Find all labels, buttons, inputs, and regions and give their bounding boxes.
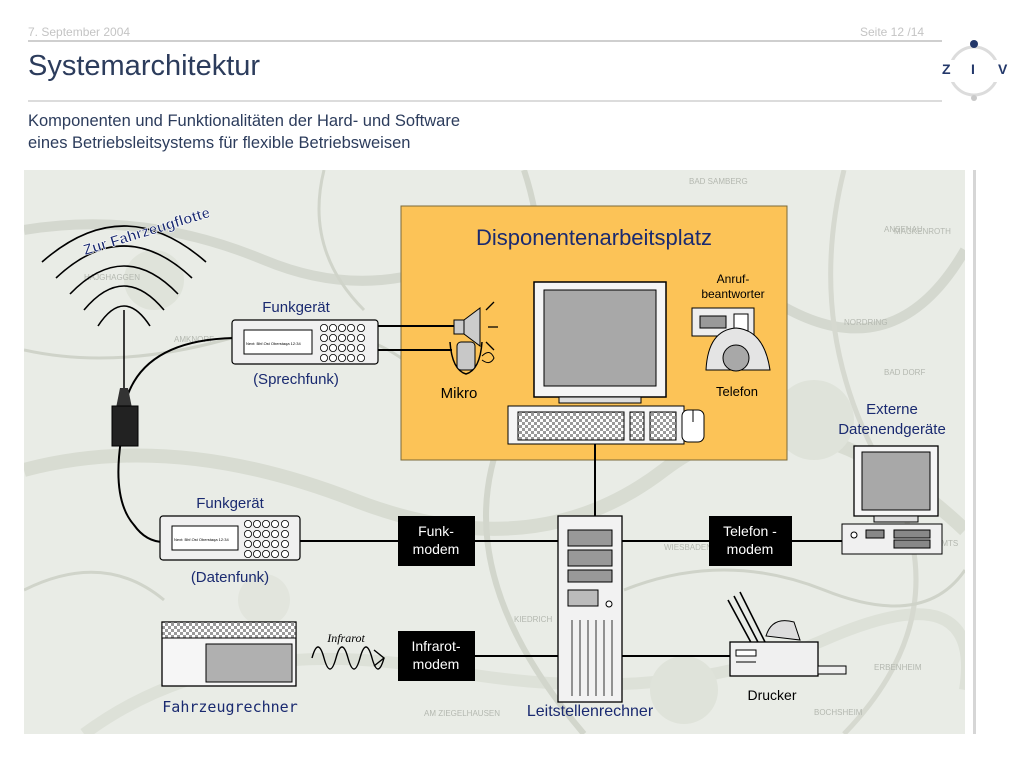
radio-data-title: Funkgerät — [196, 495, 264, 512]
microphone-icon — [449, 341, 495, 375]
page-title: Systemarchitektur — [28, 50, 261, 82]
header-date: 7. September 2004 — [28, 25, 131, 39]
system-architecture-diagram: HAJGHAGGEN BAD SAMBERG ANSENAU AMKNORF W… — [24, 170, 965, 734]
telephone-icon — [705, 327, 771, 372]
infrared-arrow-icon — [373, 649, 386, 667]
keyboard-icon — [507, 405, 685, 445]
radio-antenna-icon — [41, 225, 207, 447]
infrared-wave-label: Infrarot — [326, 631, 365, 645]
dispatcher-workstation-title: Disponentenarbeitsplatz — [476, 225, 712, 250]
connection-lines — [117, 325, 850, 657]
answering-machine-label-2: beantworter — [701, 287, 764, 301]
radio-data-subtitle: (Datenfunk) — [191, 569, 269, 586]
ziv-logo-ring-icon — [938, 40, 1018, 101]
header-top-rule — [28, 40, 942, 42]
telephone-modem-label-1: Telefon - — [723, 523, 777, 539]
map-place-label: BAD DORF — [884, 368, 925, 377]
map-place-label: KIEDRICH — [514, 615, 552, 624]
telephone-label: Telefon — [716, 384, 758, 399]
telephone-modem-box — [709, 516, 792, 566]
external-devices-label-2: Datenendgeräte — [838, 421, 946, 438]
answering-machine-label-1: Anruf- — [717, 272, 750, 286]
infrared-wave-icon — [311, 646, 385, 670]
infrared-modem-box — [398, 631, 475, 681]
radio-data-device-icon: Next: Bhf.Ost Oberstaqa 12:34 — [159, 515, 301, 561]
external-devices-label-1: Externe — [866, 401, 918, 418]
printer-label: Drucker — [747, 687, 796, 703]
vehicle-computer-icon — [161, 621, 297, 687]
diagram-canvas: HAJGHAGGEN BAD SAMBERG ANSENAU AMKNORF W… — [24, 170, 965, 734]
header-bottom-rule — [28, 100, 942, 102]
telephone-modem-label-2: modem — [727, 541, 774, 557]
subtitle-line-2: eines Betriebsleitsystems für flexible B… — [28, 134, 411, 152]
map-place-label: MACKENROTH — [894, 227, 951, 236]
printer-icon — [727, 591, 847, 677]
external-computer-icon — [841, 445, 943, 555]
map-place-label: AMTS — [936, 539, 958, 548]
logo-letter-v: V — [998, 61, 1008, 77]
header-page-number: Seite 12 /14 — [860, 25, 925, 39]
radio-display-text: Next: Bhf.Ost Oberstaqa 12:34 — [174, 537, 229, 542]
radio-voice-subtitle: (Sprechfunk) — [253, 371, 339, 388]
infrared-modem-label-1: Infrarot- — [411, 638, 460, 654]
map-place-label: AM ZIEGELHAUSEN — [424, 709, 500, 718]
control-computer-label: Leitstellenrechner — [527, 703, 654, 720]
radio-voice-title: Funkgerät — [262, 299, 330, 316]
map-place-label: ANSENAU — [884, 225, 923, 234]
computer-mouse-icon — [681, 409, 705, 443]
radio-modem-label-2: modem — [413, 541, 460, 557]
radio-modem-box — [398, 516, 475, 566]
speaker-icon — [453, 301, 498, 351]
infrared-modem-label-2: modem — [413, 656, 460, 672]
diagram-side-rule — [973, 170, 976, 734]
logo-letter-z: Z — [942, 61, 951, 77]
radio-modem-label-1: Funk- — [418, 523, 454, 539]
map-place-label: BAD SAMBERG — [689, 177, 748, 186]
map-place-label: BOCHSHEIM — [814, 708, 863, 717]
map-place-label: HAJGHAGGEN — [84, 273, 140, 282]
microphone-label: Mikro — [441, 385, 478, 402]
radio-display-text: Next: Bhf.Ost Oberstaqa 12:34 — [246, 341, 301, 346]
vehicle-computer-label: Fahrzeugrechner — [162, 698, 297, 716]
ziv-logo: Z I V — [938, 36, 1018, 108]
map-place-label: NORDRING — [844, 318, 888, 327]
monitor-icon — [533, 281, 667, 404]
radio-voice-device-icon: Next: Bhf.Ost Oberstaqa 12:34 — [231, 319, 379, 365]
map-place-label: WIESBADEN — [664, 543, 712, 552]
logo-letter-i: I — [971, 61, 975, 77]
subtitle-line-1: Komponenten und Funktionalitäten der Har… — [28, 112, 461, 130]
map-place-label: AMKNORF — [174, 335, 214, 344]
server-tower-icon — [557, 515, 623, 703]
map-place-label: ERBENHEIM — [874, 663, 922, 672]
